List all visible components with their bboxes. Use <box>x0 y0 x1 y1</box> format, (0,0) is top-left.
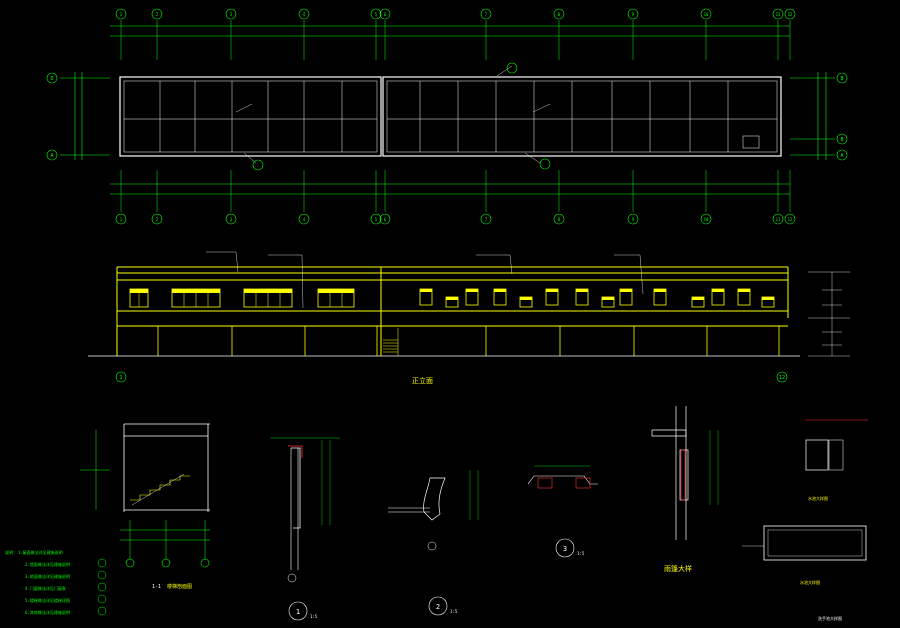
note-line-5: 5.楼梯做法详见楼梯详图 <box>25 597 70 603</box>
axis-bubble-bottom <box>298 213 310 225</box>
detail-2: 2 1:5 <box>388 470 479 616</box>
elevation-title: 正立面 <box>412 376 433 385</box>
axis-label-top: 12 <box>788 12 793 17</box>
axis-bubble-bottom <box>115 213 127 225</box>
note-line-6: 6.其他做法详见建施说明 <box>25 609 70 615</box>
elev-axis-right: 12 <box>779 375 785 381</box>
axis-bubble-top <box>784 8 796 20</box>
detail-3-scale: 1:5 <box>577 551 585 556</box>
axis-label-top: 9 <box>632 12 635 17</box>
axis-label-top: 4 <box>303 12 306 17</box>
axis-label-top: 7 <box>485 12 488 17</box>
axis-label-top: 10 <box>704 12 709 17</box>
axis-label-d: D <box>50 76 53 82</box>
axis-label-top: 2 <box>156 12 159 17</box>
sink-detail: 水池大样图 水池大样图 洗手池大样图 <box>742 419 868 621</box>
axis-bubble-bottom <box>784 213 796 225</box>
axis-label-top: 1 <box>120 12 123 17</box>
axis-bubble-bottom <box>151 213 163 225</box>
stair-section-number: 1-1 <box>152 584 161 590</box>
axis-label-bottom: 3 <box>230 217 233 222</box>
axis-bubble-bottom <box>772 213 784 225</box>
canopy-title: 雨篷大样 <box>664 564 692 573</box>
axis-label-bottom: 9 <box>632 217 635 222</box>
axis-label-bottom: 1 <box>120 217 123 222</box>
axis-bubble-top <box>115 8 127 20</box>
sink-plan-title: 水池大样图 <box>800 579 820 585</box>
note-line-3: 3.地面做法详见建施说明 <box>25 573 70 579</box>
stair-section-title: 楼梯剖面图 <box>167 583 192 590</box>
axis-bubble-top <box>627 8 639 20</box>
axis-label-bottom: 7 <box>485 217 488 222</box>
axis-label-bottom: 2 <box>156 217 159 222</box>
axis-bubble-top <box>225 8 237 20</box>
sink-title: 水池大样图 <box>808 495 828 501</box>
detail-2-scale: 1:5 <box>450 609 458 614</box>
axis-label-bottom: 5 <box>375 217 378 222</box>
detail-3-number: 3 <box>563 545 567 553</box>
canopy-detail: 雨篷大样 <box>651 406 719 573</box>
axis-label-bottom: 11 <box>776 217 781 222</box>
detail-2-number: 2 <box>436 603 440 611</box>
stair-section: 1-1 楼梯剖面图 <box>80 423 210 590</box>
bottom-right-note: 洗手池大样图 <box>818 615 842 621</box>
axis-bubble-bottom <box>553 213 565 225</box>
axis-bubble-top <box>379 8 391 20</box>
front-elevation: 1 12 正立面 <box>88 251 850 385</box>
axis-label-bottom: 6 <box>384 217 387 222</box>
axis-label-top: 3 <box>230 12 233 17</box>
axis-bubble-bottom <box>700 213 712 225</box>
axis-bubble-top <box>553 8 565 20</box>
axis-label-bottom: 4 <box>303 217 306 222</box>
detail-1-scale: 1:5 <box>310 614 318 619</box>
axis-bubble-bottom <box>379 213 391 225</box>
axis-label-bottom: 8 <box>558 217 561 222</box>
axis-label-top: 5 <box>375 12 378 17</box>
notes-block: 说明: 1.屋面做法详见建施说明 2.墙面做法详见建施说明 3.地面做法详见建施… <box>5 549 107 616</box>
axis-bubble-bottom <box>480 213 492 225</box>
axis-bubble-top <box>370 8 382 20</box>
elev-axis-left: 1 <box>119 375 122 381</box>
note-line-2: 2.墙面做法详见建施说明 <box>25 561 70 567</box>
axis-bubble-bottom <box>370 213 382 225</box>
axis-bubble-bottom <box>627 213 639 225</box>
axis-bubble-top <box>298 8 310 20</box>
axis-label-a-right: A <box>840 153 843 159</box>
axis-label-top: 8 <box>558 12 561 17</box>
detail-1-number: 1 <box>296 608 300 616</box>
detail-1: 1 1:5 <box>270 437 340 621</box>
note-line-1: 说明: 1.屋面做法详见建施说明 <box>5 549 63 555</box>
axis-label-b: B <box>840 76 843 82</box>
axis-label-bottom: 10 <box>704 217 709 222</box>
axis-label-bottom: 12 <box>788 217 793 222</box>
axis-label-a-left: A <box>50 153 53 159</box>
axis-label-b2: B <box>840 137 843 143</box>
axis-bubble-top <box>700 8 712 20</box>
note-line-4: 4.门窗做法详见门窗表 <box>25 585 66 591</box>
axis-bubble-top <box>772 8 784 20</box>
axis-bubble-bottom <box>225 213 237 225</box>
detail-3: 3 1:5 <box>527 465 598 558</box>
axis-label-top: 11 <box>776 12 781 17</box>
axis-bubble-top <box>151 8 163 20</box>
axis-label-top: 6 <box>384 12 387 17</box>
axis-bubble-top <box>480 8 492 20</box>
